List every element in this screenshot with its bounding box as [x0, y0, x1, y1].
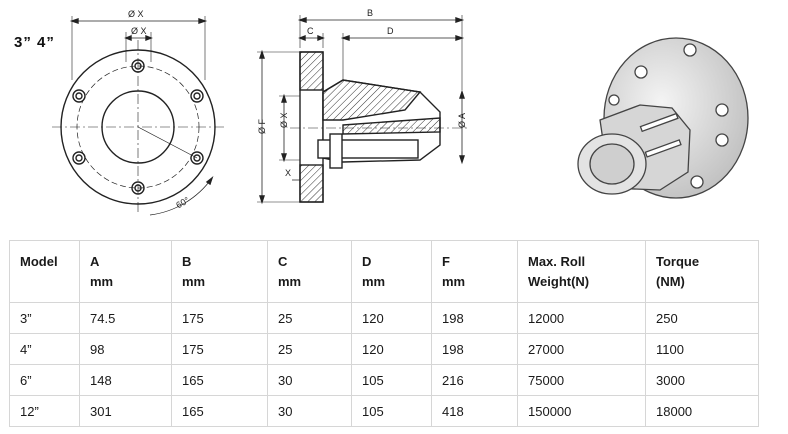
dia-a-label: Ø A: [457, 113, 467, 128]
render-view: [577, 37, 749, 199]
size-label: 3” 4”: [14, 34, 55, 51]
table-cell: 165: [171, 364, 268, 396]
table-cell: 6”: [9, 364, 80, 396]
column-header-line1: B: [182, 254, 192, 269]
column-header-line2: mm: [90, 274, 114, 289]
column-header-line1: Torque: [656, 254, 700, 269]
table-cell: 198: [431, 302, 518, 334]
d-label: D: [387, 26, 394, 36]
table-cell: 216: [431, 364, 518, 396]
table-cell: 198: [431, 333, 518, 365]
table-cell: 27000: [517, 333, 646, 365]
c-label: C: [307, 26, 314, 36]
dia-x-outer-label: Ø X: [128, 9, 144, 19]
side-section-view: [257, 15, 470, 205]
technical-drawings: 3” 4”: [14, 8, 749, 216]
column-header-line2: Weight(N): [528, 274, 590, 289]
table-cell: 175: [171, 333, 268, 365]
dia-x-inner-label: Ø X: [131, 26, 147, 36]
column-header-line1: C: [278, 254, 288, 269]
column-header-line2: mm: [182, 274, 206, 289]
table-cell: 12000: [517, 302, 646, 334]
column-header-line1: F: [442, 254, 450, 269]
table-cell: 75000: [517, 364, 646, 396]
table-cell: 30: [267, 364, 352, 396]
column-header-line2: mm: [442, 274, 466, 289]
table-cell: 148: [79, 364, 172, 396]
table-cell: 3000: [645, 364, 759, 396]
front-view: [52, 16, 225, 216]
b-label: B: [367, 8, 373, 18]
table-cell: 1100: [645, 333, 759, 365]
table-cell: 105: [351, 364, 432, 396]
table-cell: 105: [351, 395, 432, 427]
table-cell: 120: [351, 302, 432, 334]
table-cell: 175: [171, 302, 268, 334]
column-header-line2: (NM): [656, 274, 685, 289]
table-cell: 301: [79, 395, 172, 427]
table-cell: 12”: [9, 395, 80, 427]
dia-f-label: Ø F: [257, 118, 267, 134]
column-header-line2: mm: [362, 274, 386, 289]
front-view-drawing: Ø X Ø X 60°: [52, 8, 749, 216]
table-cell: 25: [267, 302, 352, 334]
column-header-line1: Model: [20, 254, 58, 269]
column-header: Model: [9, 240, 80, 303]
column-header: Torque (NM): [645, 240, 759, 303]
table-cell: 165: [171, 395, 268, 427]
column-header-line1: Max. Roll: [528, 254, 586, 269]
x-label: X: [285, 168, 291, 178]
table-cell: 4”: [9, 333, 80, 365]
table-cell: 25: [267, 333, 352, 365]
dia-x-side-label: Ø X: [279, 112, 289, 128]
table-cell: 18000: [645, 395, 759, 427]
column-header-line1: D: [362, 254, 372, 269]
table-cell: 250: [645, 302, 759, 334]
column-header-line1: A: [90, 254, 100, 269]
table-cell: 418: [431, 395, 518, 427]
table-cell: 30: [267, 395, 352, 427]
table-cell: 3”: [9, 302, 80, 334]
table-cell: 74.5: [79, 302, 172, 334]
column-header-line2: mm: [278, 274, 302, 289]
table-cell: 120: [351, 333, 432, 365]
angle-label: 60°: [174, 195, 191, 211]
table-cell: 150000: [517, 395, 646, 427]
table-cell: 98: [79, 333, 172, 365]
